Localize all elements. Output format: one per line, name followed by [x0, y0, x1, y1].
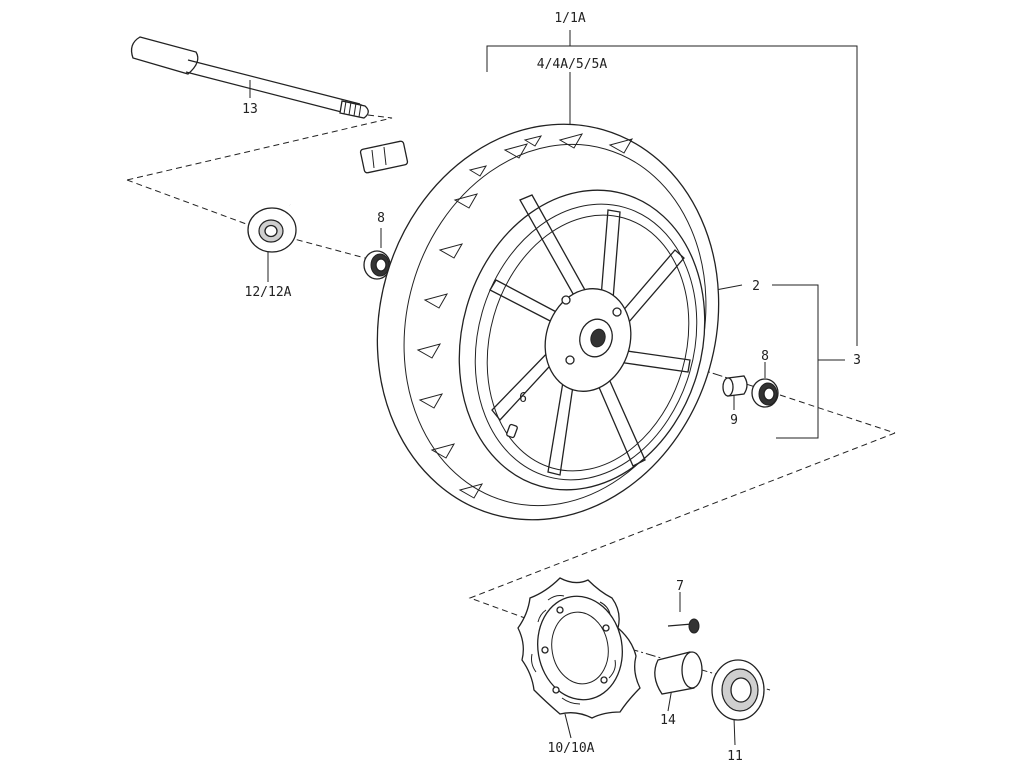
- callout-labels: 1/1A 4/4A/5/5A 2 3 6 7 8 8 9 10/10A 11 1…: [242, 11, 861, 764]
- label-wheel-assembly: 1/1A: [554, 11, 585, 26]
- disc-bolt: [667, 618, 700, 634]
- label-tire: 4/4A/5/5A: [537, 57, 608, 72]
- axle: [130, 36, 369, 119]
- brake-disc: [517, 577, 641, 719]
- bearing-right: [751, 378, 779, 408]
- label-part-14: 14: [660, 713, 676, 728]
- label-part-3: 3: [853, 353, 861, 368]
- label-axle: 13: [242, 102, 258, 117]
- speed-sensor: [247, 140, 409, 253]
- label-part-2: 2: [752, 279, 760, 294]
- label-brake-disc: 10/10A: [548, 741, 595, 756]
- label-part-6: 6: [519, 391, 527, 406]
- label-part-7: 7: [676, 579, 684, 594]
- label-part-11: 11: [727, 749, 743, 764]
- label-part-9: 9: [730, 413, 738, 428]
- label-part-8-left: 8: [377, 211, 385, 226]
- collar: [654, 651, 703, 695]
- spacer-right: [722, 375, 748, 397]
- oil-seal: [711, 659, 765, 721]
- bearing-left: [363, 250, 391, 280]
- wheel-assembly: [376, 123, 720, 521]
- label-speed-sensor: 12/12A: [245, 285, 292, 300]
- label-part-8-right: 8: [761, 349, 769, 364]
